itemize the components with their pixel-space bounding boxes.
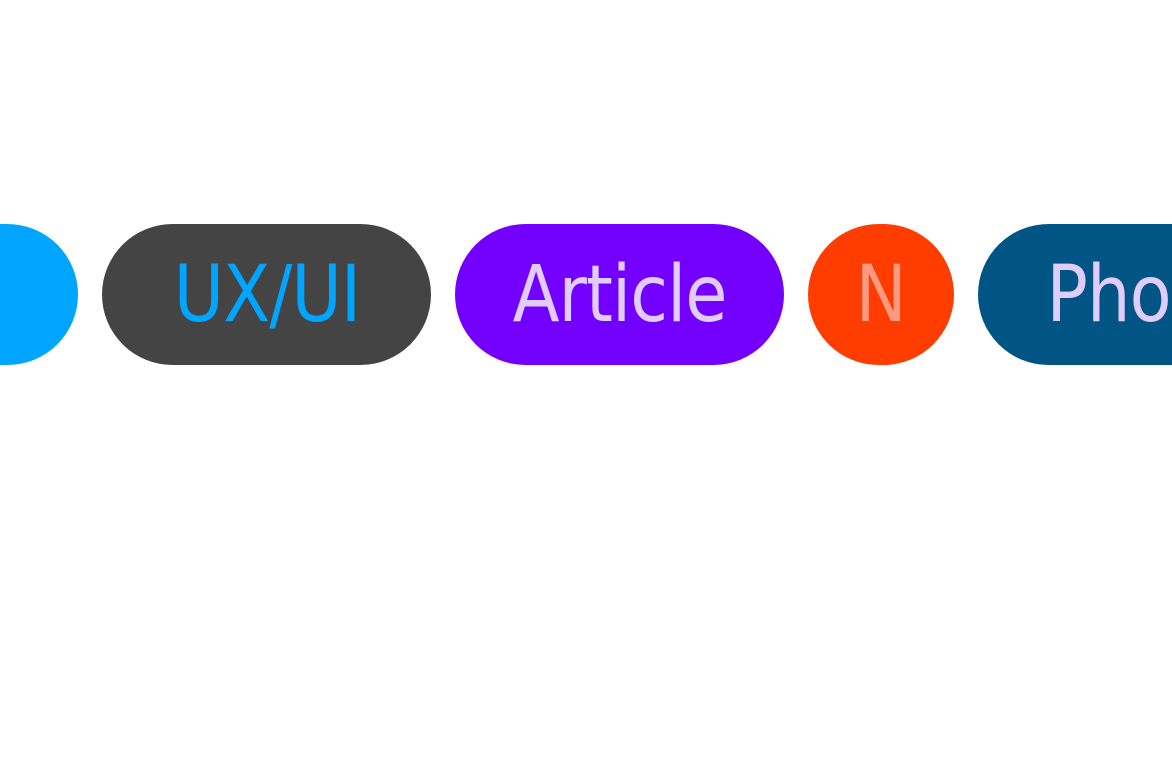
tag-label: Pho (1046, 249, 1171, 340)
tag-label: UX/UI (173, 249, 360, 340)
tag-label: N (855, 249, 907, 340)
tag-pill-article[interactable]: Article (455, 224, 784, 365)
tag-label: Article (512, 249, 727, 340)
tag-pill-n[interactable]: N (808, 224, 954, 365)
tag-pill-partial-left[interactable] (0, 224, 78, 365)
tag-pill-ux-ui[interactable]: UX/UI (102, 224, 431, 365)
tag-pill-partial-right[interactable]: Pho (978, 224, 1172, 365)
